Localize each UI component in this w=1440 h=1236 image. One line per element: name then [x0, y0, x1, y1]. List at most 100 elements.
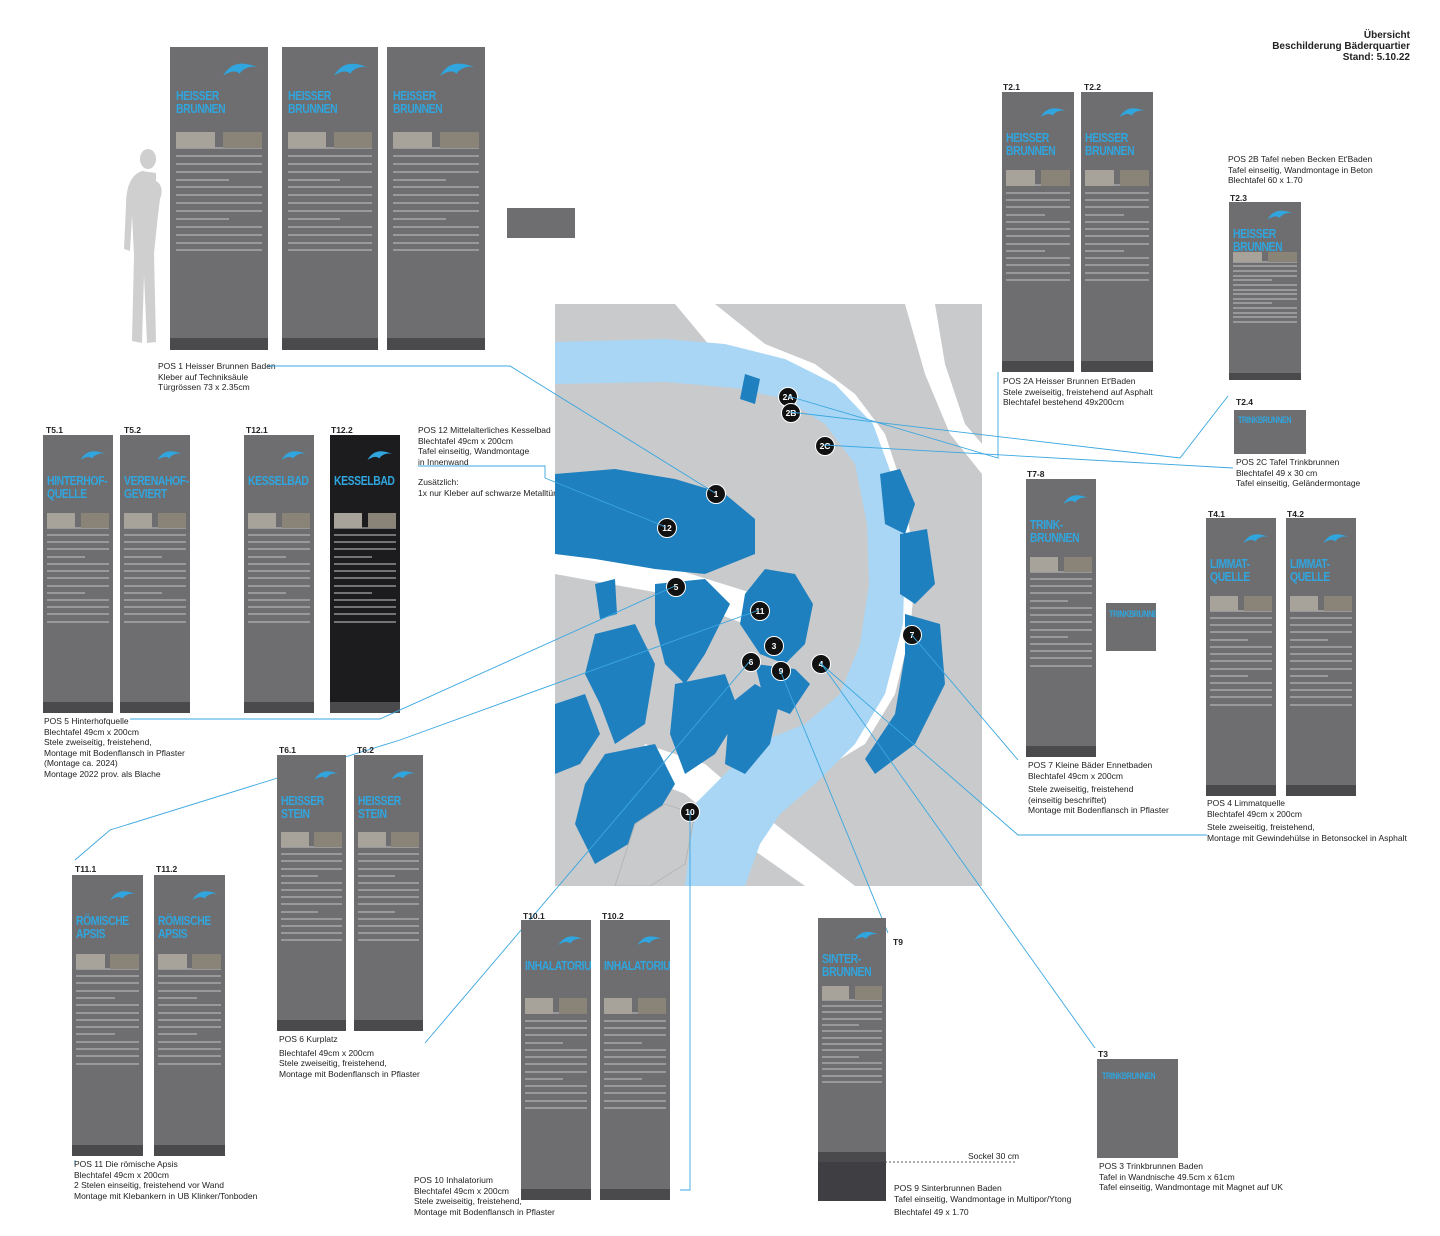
panel-t9-sockel	[818, 1162, 886, 1201]
text-line	[124, 584, 186, 587]
text-line	[1030, 585, 1092, 588]
text-line	[1085, 184, 1149, 187]
text-line	[124, 570, 186, 573]
text-line	[334, 606, 396, 609]
marker-12[interactable]: 12	[657, 518, 677, 538]
text-line	[604, 1048, 666, 1051]
header-line1: Übersicht	[1363, 30, 1410, 41]
text-line	[1085, 279, 1149, 282]
text-line	[604, 1070, 666, 1073]
text-line	[1030, 577, 1092, 580]
text-line	[525, 1019, 587, 1022]
wave-logo-icon	[223, 63, 259, 76]
text-line	[1006, 220, 1070, 223]
text-line	[287, 170, 373, 173]
marker-4[interactable]: 4	[811, 654, 831, 674]
text-line	[1085, 264, 1149, 267]
text-line	[334, 541, 396, 544]
text-line	[248, 555, 286, 558]
panel-footer	[818, 1152, 886, 1162]
wave-logo-icon	[391, 771, 416, 781]
text-line	[1030, 592, 1092, 595]
pos1-panel-b: HEISSER BRUNNEN	[282, 47, 378, 350]
code-t52: T5.2	[124, 425, 142, 435]
text-line	[158, 1048, 221, 1051]
photo-image	[175, 131, 216, 149]
marker-7[interactable]: 7	[902, 625, 922, 645]
panel-t121: KESSELBAD	[244, 435, 314, 713]
photo-image	[1290, 595, 1319, 612]
note-sockel: Sockel 30 cm	[968, 1151, 1020, 1161]
text-line	[392, 217, 446, 220]
panel-title: SINTER- BRUNNEN	[822, 951, 872, 980]
text-line	[822, 1074, 882, 1077]
marker-6[interactable]: 6	[741, 652, 761, 672]
text-line	[248, 570, 310, 573]
marker-3[interactable]: 3	[764, 636, 784, 656]
marker-1[interactable]: 1	[706, 484, 726, 504]
text-line	[822, 998, 882, 1001]
panel-footer	[1206, 784, 1276, 796]
code-t21: T2.1	[1003, 82, 1021, 92]
marker-2c[interactable]: 2C	[815, 436, 835, 456]
photo-image	[222, 131, 263, 149]
text-line	[1210, 689, 1272, 692]
text-line	[248, 620, 310, 623]
panel-footer	[330, 701, 400, 713]
marker-10[interactable]: 10	[680, 802, 700, 822]
text-line	[124, 620, 186, 623]
text-line	[175, 217, 229, 220]
wave-logo-icon	[1323, 534, 1349, 544]
text-line	[281, 860, 342, 863]
text-line	[1290, 696, 1352, 699]
marker-9[interactable]: 9	[771, 661, 791, 681]
wave-logo-icon	[854, 932, 880, 941]
text-line	[1290, 624, 1352, 627]
text-line	[1006, 206, 1070, 209]
text-line	[76, 1048, 139, 1051]
text-line	[248, 533, 310, 536]
text-line	[334, 599, 396, 602]
panel-title: HEISSER BRUNNEN	[287, 88, 338, 117]
photo-image	[1323, 595, 1352, 612]
text-line	[1006, 257, 1070, 260]
text-line	[525, 1056, 587, 1059]
panel-title: HEISSER BRUNNEN	[175, 88, 226, 117]
panel-t24: TRINKBRUNNEN	[1234, 410, 1306, 454]
text-line	[124, 599, 186, 602]
text-line	[1085, 242, 1149, 245]
photo-image	[334, 512, 363, 529]
text-line	[175, 194, 263, 197]
text-line	[1290, 609, 1352, 612]
text-line	[392, 162, 480, 165]
text-line	[1210, 667, 1272, 670]
panel-footer	[277, 1019, 346, 1031]
text-line	[248, 613, 310, 616]
text-line	[1210, 696, 1272, 699]
marker-2b[interactable]: 2B	[781, 403, 801, 423]
text-line	[525, 1063, 587, 1066]
panel-footer	[154, 1144, 225, 1156]
text-line	[525, 1107, 587, 1110]
photo-image	[637, 998, 666, 1014]
text-line	[1233, 293, 1297, 296]
marker-5[interactable]: 5	[666, 577, 686, 597]
text-line	[281, 925, 342, 928]
marker-11[interactable]: 11	[750, 601, 770, 621]
text-line	[1290, 638, 1328, 641]
photo-image	[391, 832, 419, 848]
wave-logo-icon	[440, 63, 476, 76]
text-line	[76, 1004, 139, 1007]
text-line	[334, 584, 396, 587]
photo-image	[1006, 170, 1036, 186]
text-line	[248, 548, 310, 551]
text-line	[1085, 220, 1149, 223]
photo-image	[558, 998, 587, 1014]
text-line	[1210, 624, 1272, 627]
panel-footer	[1229, 372, 1301, 380]
wave-logo-icon	[314, 771, 339, 781]
text-line	[76, 989, 139, 992]
panel-title: RÖMISCHE APSIS	[76, 913, 130, 942]
